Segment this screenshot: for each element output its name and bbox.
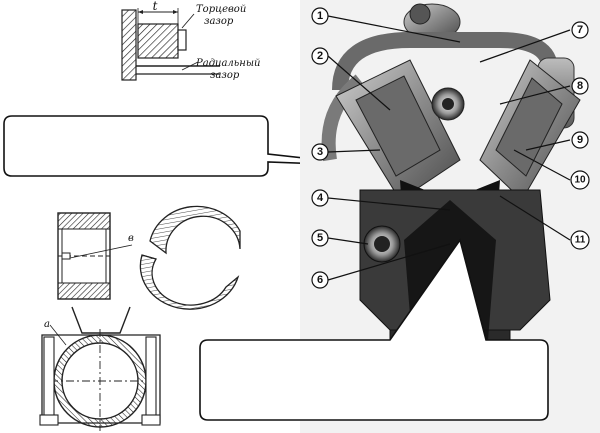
callout-8: 8 xyxy=(571,77,589,95)
callout-10: 10 xyxy=(570,170,590,190)
connecting-rod-diagram: a xyxy=(39,306,161,431)
svg-text:9: 9 xyxy=(577,134,583,146)
callout-9: 9 xyxy=(571,131,589,149)
dimension-t-label: t xyxy=(153,0,158,13)
clearance-diagram: t Торцевой зазор Радиальный зазор xyxy=(121,0,260,81)
callout-1: 1 xyxy=(311,7,329,25)
callout-2: 2 xyxy=(311,47,329,65)
callout-7: 7 xyxy=(571,21,589,39)
svg-text:1: 1 xyxy=(317,10,323,22)
bearing-shell-diagram: в xyxy=(57,205,241,310)
letter-a-label: a xyxy=(44,319,50,330)
callout-3: 3 xyxy=(311,143,329,161)
svg-text:8: 8 xyxy=(577,80,583,92)
svg-text:5: 5 xyxy=(317,232,323,244)
svg-text:7: 7 xyxy=(577,24,583,36)
svg-text:10: 10 xyxy=(574,175,586,186)
callout-4: 4 xyxy=(311,189,329,207)
callout-6: 6 xyxy=(311,271,329,289)
svg-text:11: 11 xyxy=(575,235,586,246)
callout-5: 5 xyxy=(311,229,329,247)
radial-gap-label-line2: зазор xyxy=(210,70,240,81)
end-gap-label-line2: зазор xyxy=(204,16,234,27)
radial-gap-label-line1: Радиальный xyxy=(195,58,260,69)
bottom-callout-bubble xyxy=(199,238,549,421)
svg-text:6: 6 xyxy=(317,274,323,286)
end-gap-label-line1: Торцевой xyxy=(196,4,246,15)
svg-text:4: 4 xyxy=(317,192,324,204)
svg-text:2: 2 xyxy=(317,50,323,62)
letter-b-label: в xyxy=(128,233,134,244)
callout-11: 11 xyxy=(570,230,590,250)
left-callout-bubble xyxy=(3,115,377,177)
svg-text:3: 3 xyxy=(317,146,323,158)
